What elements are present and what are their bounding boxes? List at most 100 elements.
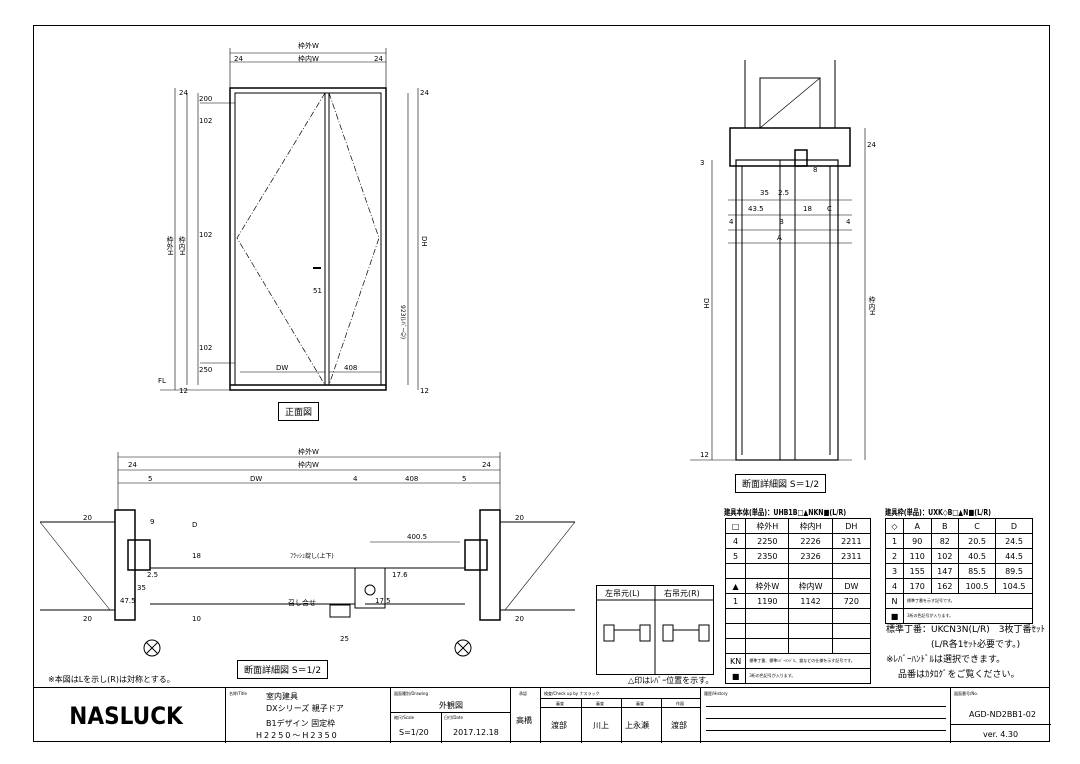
- dim-400-5: 400.5: [407, 533, 428, 541]
- front-view-caption: 正面図: [278, 402, 320, 421]
- note-line: (L/R各1ｾｯﾄ必要です。): [931, 640, 1021, 650]
- dim-dh: DH: [702, 298, 710, 309]
- note-text: 標準丁番を示す記号です。: [902, 593, 1034, 609]
- fl-mark: FL: [158, 377, 166, 385]
- door-table-title: 建具本体(単品)：UHB1B□▲NKN■(L/R): [724, 508, 847, 517]
- header-cell: 枠内W: [788, 578, 833, 594]
- note-key: KN: [724, 653, 747, 669]
- checker-name: 川上: [593, 721, 609, 730]
- dim-102b: 102: [199, 231, 213, 239]
- header-cell: ◇: [885, 518, 904, 534]
- dim-51: 51: [313, 287, 322, 295]
- header-cell: 枠内H: [788, 518, 833, 534]
- dim-102a: 102: [199, 117, 213, 125]
- title-line-2: DXシリーズ 親子ドア: [266, 704, 344, 713]
- number-label: 図面番号/No.: [954, 691, 978, 696]
- front-view-door: [229, 87, 387, 391]
- date-label: 日付/Date: [444, 715, 463, 720]
- role-label: 審査: [556, 701, 564, 706]
- header-cell: ▲: [724, 578, 747, 594]
- title-block: NASLUCK 名称/Title 室内建具 DXシリーズ 親子ドア B1デザイン…: [33, 687, 1051, 743]
- date-value: 2017.12.18: [453, 728, 499, 737]
- cell: 1190: [745, 593, 790, 609]
- dim-10: 10: [192, 615, 201, 623]
- header-cell: A: [902, 518, 932, 534]
- role-label: 審査: [636, 701, 644, 706]
- cell: 4: [724, 533, 747, 549]
- cell: 90: [902, 533, 932, 549]
- scale-value: S=1/20: [399, 728, 429, 737]
- drawing-number: AGD-ND2BB1-02: [969, 710, 1036, 719]
- dim-r20a: 20: [515, 514, 524, 522]
- drawing-label: 図面種別/Drawing: [394, 691, 428, 696]
- scale-label: 縮尺/Scale: [394, 715, 415, 720]
- dim-frame-inner-w: 枠内W: [298, 55, 319, 63]
- dim-4b: 4: [846, 218, 851, 226]
- dim-20a: 20: [83, 514, 92, 522]
- dim-right-12: 12: [420, 387, 429, 395]
- note-key: N: [885, 593, 904, 609]
- drawing-cell: 図面種別/Drawing 外観図 縮尺/Scale S=1/20 日付/Date…: [390, 688, 511, 743]
- frame-table-title: 建具枠(単品)：UXK◇B□▲N■(L/R): [885, 508, 991, 517]
- header-cell: DW: [831, 578, 872, 594]
- approve-label: 承認: [519, 691, 527, 696]
- lever-position-note: △印はﾚﾊﾞｰ位置を示す。: [628, 676, 714, 685]
- cell: 170: [902, 578, 932, 594]
- side-section-dimensions: [690, 128, 866, 461]
- drawing-type: 外観図: [439, 701, 463, 710]
- cell: 3: [885, 563, 904, 579]
- note-line: 標準丁番：UKCN3N(L/R) 3枚丁番ｾｯﾄ: [886, 625, 1046, 635]
- note-text: 標準丁番、標準ﾚﾊﾞｰﾊﾝﾄﾞﾙ、錠などの仕様を示す記号です。: [745, 653, 871, 669]
- cell: 100.5: [958, 578, 996, 594]
- cell: 82: [930, 533, 960, 549]
- title-label: 名称/Title: [229, 691, 247, 696]
- role-label: 審査: [596, 701, 604, 706]
- cell: 104.5: [995, 578, 1033, 594]
- dim-r5: 5: [462, 475, 467, 483]
- dim-inner-w: 枠内W: [298, 461, 319, 469]
- dim-2-5: 2.5: [778, 189, 790, 197]
- dim-frame-outer-w: 枠外W: [298, 42, 319, 50]
- checker-name: 上永瀬: [625, 721, 649, 730]
- dim-inner-h: 枠内H: [868, 296, 876, 316]
- cell: 1: [885, 533, 904, 549]
- dim-r20b: 20: [515, 615, 524, 623]
- dim-35: 35: [137, 584, 146, 592]
- dim-20b: 20: [83, 615, 92, 623]
- approval-cell: 承認 高橋: [510, 688, 540, 743]
- plan-section-dimensions: [117, 452, 501, 543]
- dim-9: 9: [150, 518, 155, 526]
- note-text: 3桁の色記号が入ります。: [745, 668, 871, 684]
- cell: 2250: [745, 533, 790, 549]
- dim-408: 408: [344, 364, 358, 372]
- check-cell: 検査/Check up by ナスラック 審査 審査 審査 作図 渡部 川上 上…: [540, 688, 701, 743]
- cell: 85.5: [958, 563, 996, 579]
- version: ver. 4.30: [983, 730, 1019, 739]
- dim-c: C: [827, 205, 832, 213]
- title-line-3: B1デザイン 固定枠: [266, 719, 336, 728]
- dim-a: A: [777, 234, 782, 242]
- header-cell: D: [995, 518, 1033, 534]
- dim-18: 18: [192, 552, 201, 560]
- flush-bolt-label: ﾌﾗｯｼｭ錠し(上下): [290, 553, 334, 560]
- dim-4: 4: [353, 475, 358, 483]
- hinge-left-label: 左吊元(L): [605, 589, 640, 598]
- dim-25: 25: [340, 635, 349, 643]
- header-cell: 枠外H: [745, 518, 790, 534]
- header-cell: C: [958, 518, 996, 534]
- cell: 4: [885, 578, 904, 594]
- cell: 162: [930, 578, 960, 594]
- dim-bottom: 12: [179, 387, 188, 395]
- cell: 720: [831, 593, 872, 609]
- title-line-1: 室内建具: [266, 692, 298, 701]
- role-label: 作図: [676, 701, 684, 706]
- dim-408: 408: [405, 475, 419, 483]
- cell: 44.5: [995, 548, 1033, 564]
- dim-lever-height: 923(ﾚﾊﾞｰ心): [399, 305, 406, 340]
- dim-43-5: 43.5: [748, 205, 764, 213]
- cell: 2211: [831, 533, 872, 549]
- cell: 20.5: [958, 533, 996, 549]
